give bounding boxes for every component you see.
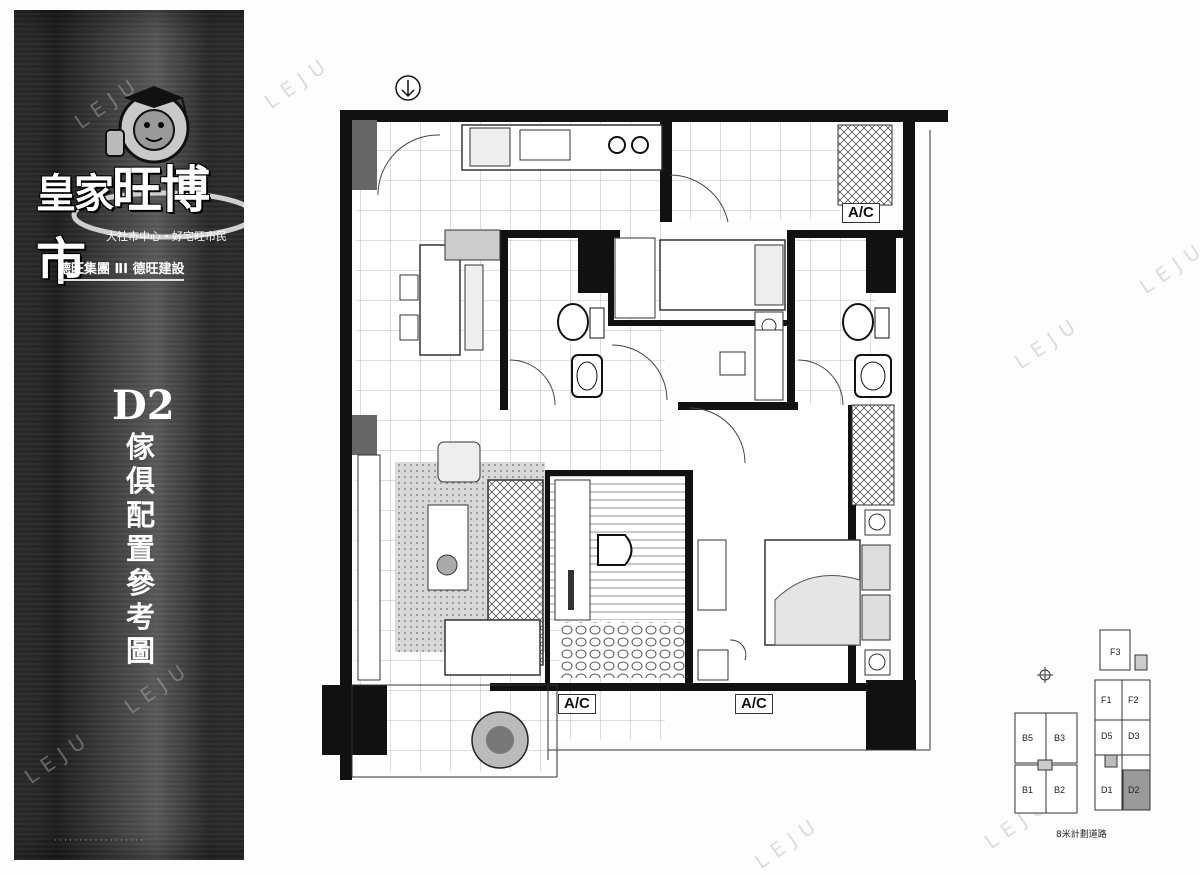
key-unit-highlight: D2 xyxy=(1128,785,1140,795)
ac-label-top: A/C xyxy=(842,203,880,223)
key-unit: B5 xyxy=(1022,733,1034,743)
lion-mascot-icon xyxy=(71,86,257,240)
road-label: 8米計劃道路 xyxy=(1056,830,1107,840)
banner-footnote: · · · · · · · · · · · · · · · · · · xyxy=(54,836,144,845)
key-plan-drawing xyxy=(1014,629,1151,814)
brand-banner: 皇家旺博市 大社市中心・好宅旺市民 德旺集團 ⅡⅠ 德旺建設 D2 傢俱配置參考… xyxy=(14,10,257,860)
key-unit: B2 xyxy=(1054,785,1066,795)
key-unit: F3 xyxy=(1110,647,1121,657)
key-unit: F2 xyxy=(1128,695,1139,705)
ac-label-living: A/C xyxy=(558,694,596,714)
key-unit: B3 xyxy=(1054,733,1066,743)
unit-description: 傢俱配置參考圖 xyxy=(126,430,156,668)
key-unit: D3 xyxy=(1128,731,1140,741)
key-unit: D1 xyxy=(1101,785,1113,795)
key-unit: B1 xyxy=(1022,785,1034,795)
brand-logo: 皇家旺博市 大社市中心・好宅旺市民 德旺集團 ⅡⅠ 德旺建設 xyxy=(14,10,257,290)
brand-tagline: 大社市中心・好宅旺市民 xyxy=(106,230,227,243)
ac-label-bedroom: A/C xyxy=(735,694,773,714)
key-unit: D5 xyxy=(1101,731,1113,741)
key-plan: F3 F1 F2 D5 D3 D1 D2 B5 B3 B1 B2 xyxy=(1000,625,1180,845)
developer-line: 德旺集團 ⅡⅠ 德旺建設 xyxy=(58,258,185,281)
unit-code: D2 xyxy=(112,382,175,429)
key-unit: F1 xyxy=(1101,695,1112,705)
